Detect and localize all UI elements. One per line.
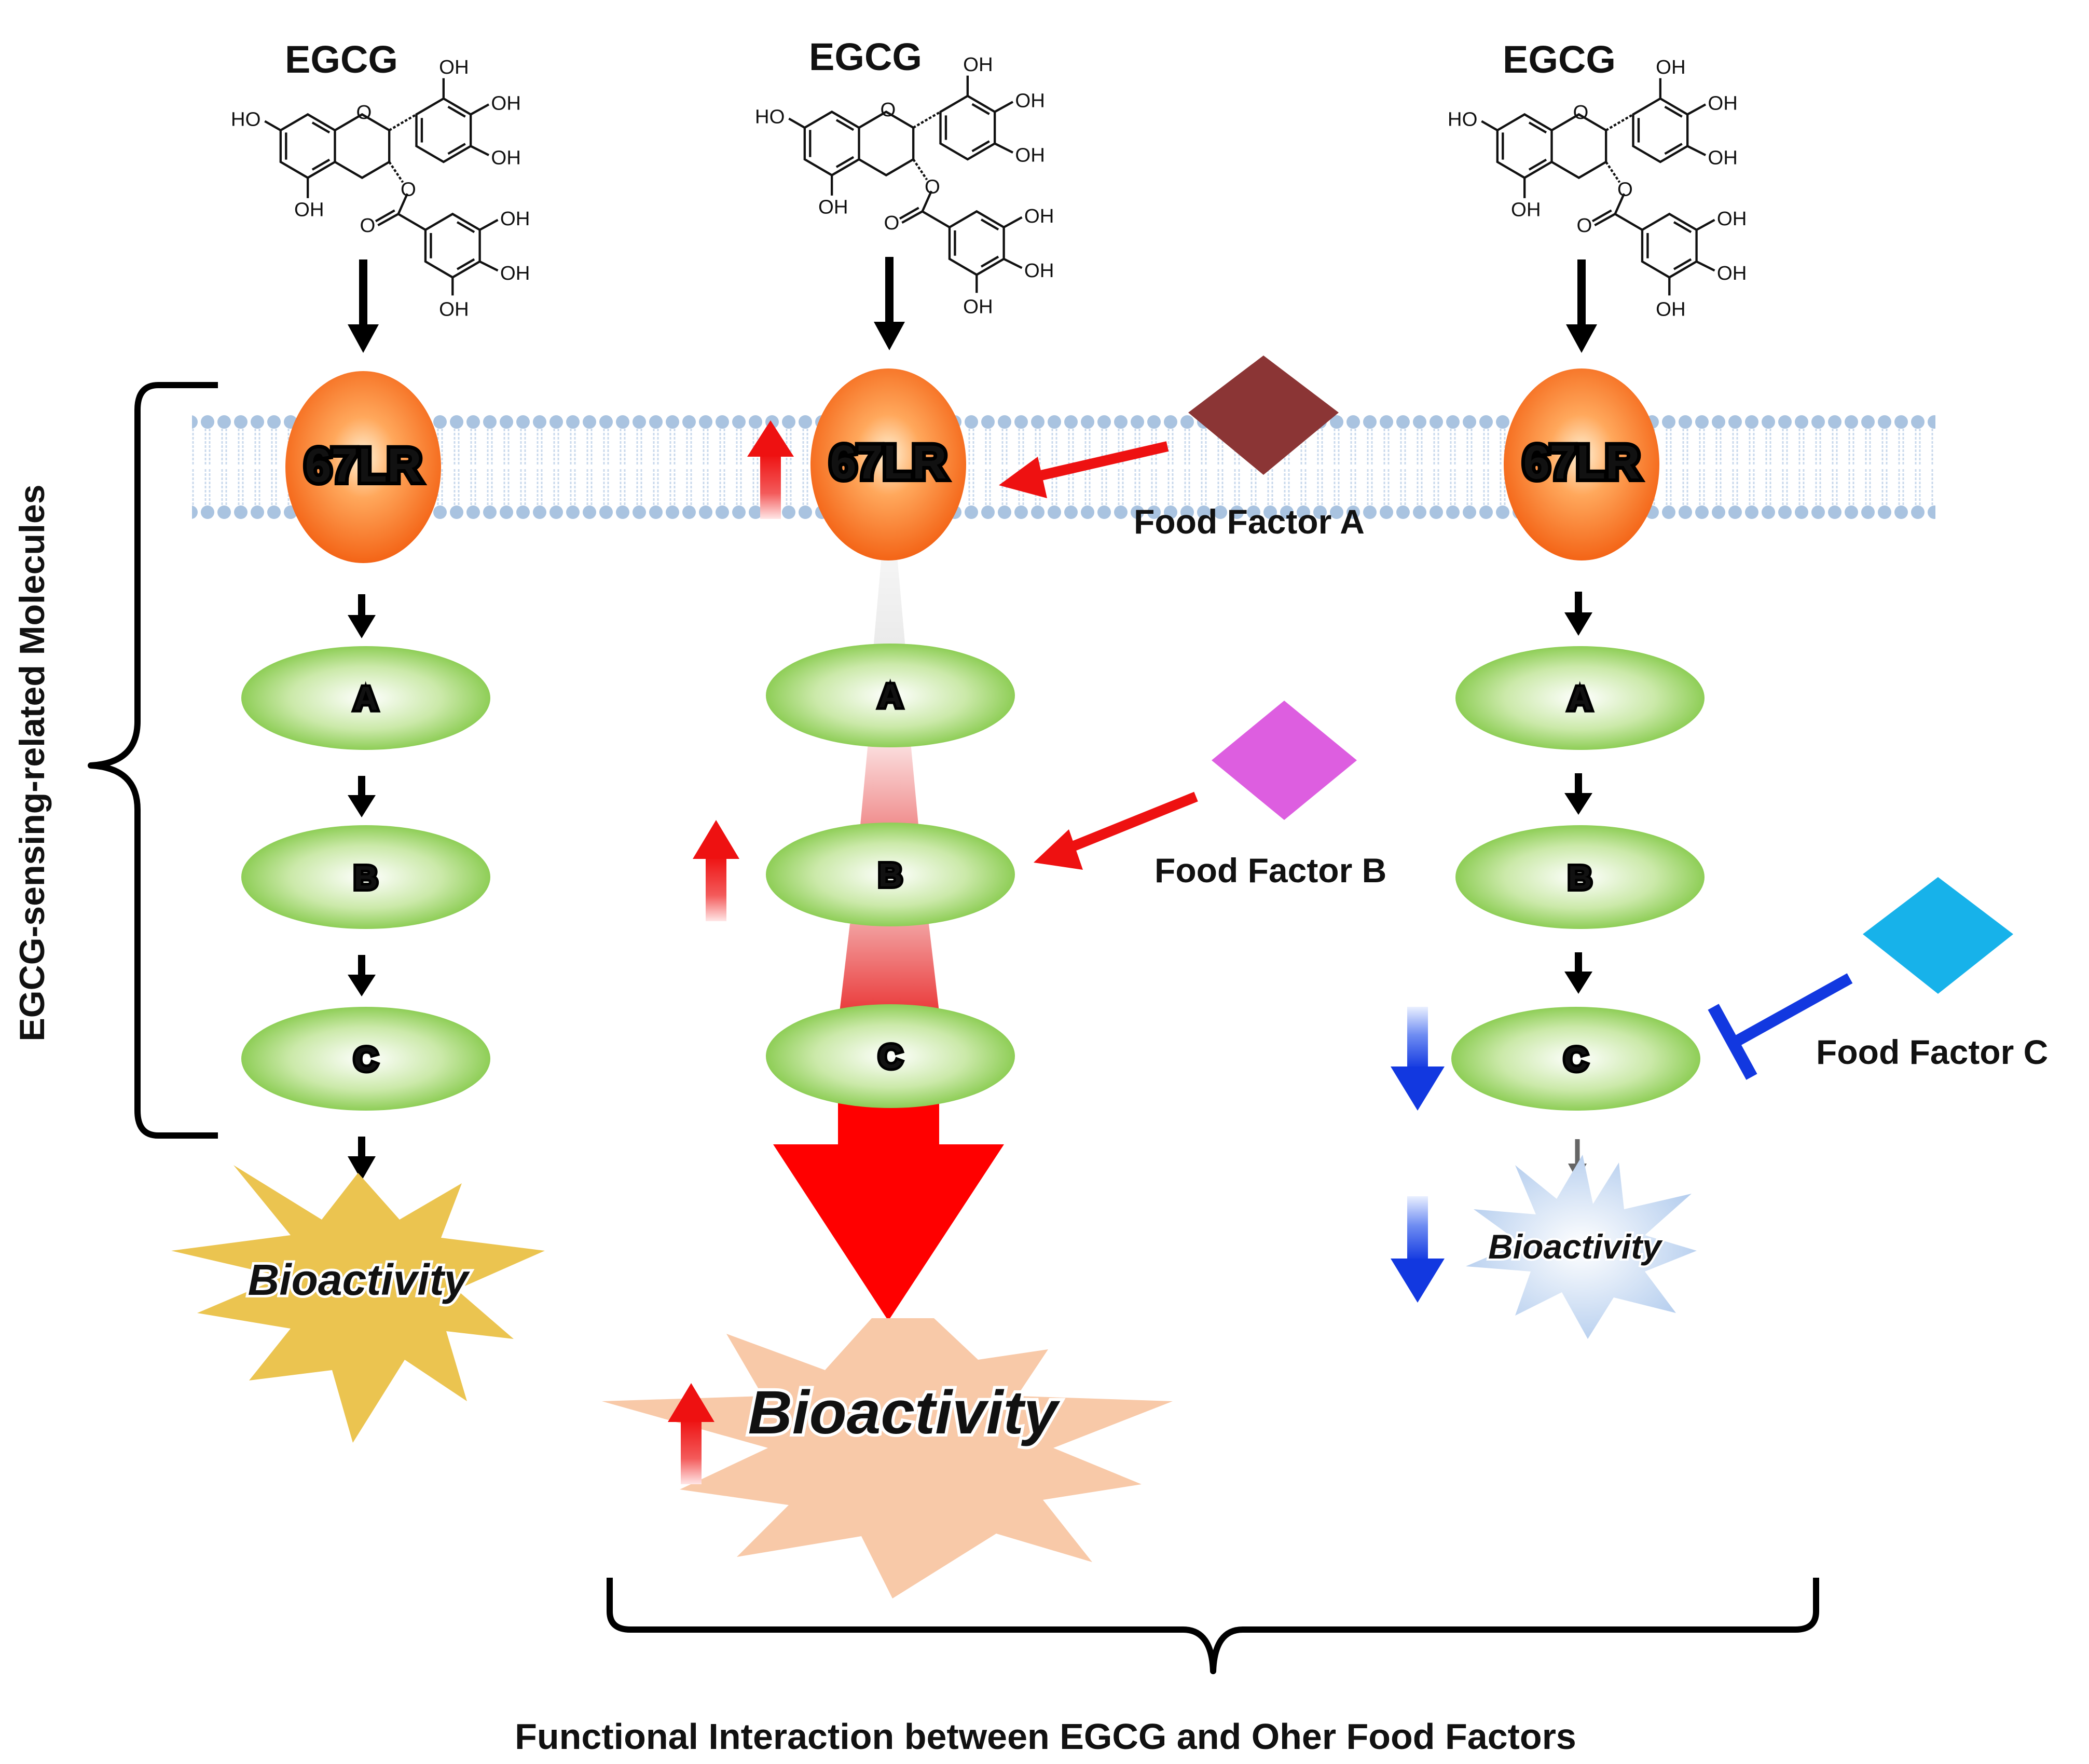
bottom-bracket (607, 1578, 1819, 1674)
enhance-arrow-food-factor-b (1034, 791, 1198, 870)
molecule-a-label: A (1568, 680, 1592, 717)
molecule-c (766, 1004, 1015, 1108)
egcg-label: EGCG (1503, 38, 1616, 81)
food-factor-c: Food Factor C (1708, 877, 2048, 1080)
molecule-c-label: C (1564, 1041, 1588, 1078)
arrow-egcg-to-receptor (1566, 259, 1597, 353)
food-factor-a-label: Food Factor A (1134, 502, 1365, 541)
molecule-a (1455, 646, 1705, 750)
arrow-receptor-to-a (1564, 592, 1592, 636)
up-arrow-bioactivity (668, 1383, 714, 1484)
molecule-b-label: B (878, 856, 902, 894)
pathway-column-enhanced: EGCG 67LR A B C Bioactivity (602, 35, 1173, 1598)
molecule-c (241, 1007, 490, 1111)
food-factor-a-diamond-icon (1188, 355, 1339, 475)
egcg-structure-icon (755, 53, 1054, 318)
signal-stream-low (840, 924, 939, 1012)
receptor-label: 67LR (830, 436, 947, 489)
up-arrow-molecule-b (693, 820, 739, 921)
up-arrow-receptor (747, 420, 794, 519)
egcg-structure-icon (231, 56, 530, 321)
molecule-b (766, 823, 1015, 926)
arrow-receptor-to-a (348, 594, 376, 638)
molecule-b (1455, 825, 1705, 929)
molecule-c-label: C (878, 1038, 902, 1075)
arrow-b-to-c (1564, 952, 1592, 994)
molecule-a (241, 646, 490, 750)
pathway-column-basal: EGCG 67LR A B C Bioactivit (171, 38, 545, 1443)
arrow-a-to-b (348, 776, 376, 817)
bioactivity-label-normal: Bioactivity (248, 1255, 471, 1304)
food-factor-c-label: Food Factor C (1816, 1033, 2048, 1071)
signal-stream-mid (860, 742, 918, 825)
receptor-67lr (285, 371, 441, 563)
arrow-c-to-bioactivity (348, 1137, 376, 1181)
arrow-a-to-b (1564, 773, 1592, 815)
bioactivity-label-enhanced: Bioactivity (748, 1378, 1061, 1447)
food-factor-c-diamond-icon (1863, 877, 2013, 994)
molecule-a-label: A (878, 677, 902, 715)
receptor-67lr (1504, 368, 1659, 560)
molecule-c (1451, 1007, 1700, 1111)
enhance-arrow-food-factor-a (999, 441, 1169, 498)
bioactivity-label-reduced: Bioactivity (1488, 1227, 1663, 1266)
signal-stream-top (873, 550, 905, 649)
molecule-a-label: A (354, 680, 378, 717)
arrow-egcg-to-receptor (348, 259, 379, 353)
arrow-egcg-to-receptor (874, 257, 905, 350)
molecule-c-label: C (354, 1041, 378, 1078)
receptor-label: 67LR (1523, 436, 1640, 489)
molecule-b-label: B (1568, 859, 1592, 896)
molecule-b (241, 825, 490, 929)
pathway-column-reduced: EGCG 67LR A B C (1391, 38, 1747, 1339)
arrow-b-to-c (348, 955, 376, 996)
inhibit-arrow-food-factor-c (1708, 973, 1853, 1080)
receptor-label: 67LR (305, 439, 422, 492)
bottom-label: Functional Interaction between EGCG and … (515, 1716, 1576, 1757)
side-bracket (88, 382, 218, 1139)
bioactivity-burst-reduced (1466, 1155, 1697, 1339)
down-arrow-molecule-c (1391, 1007, 1445, 1111)
molecule-b-label: B (354, 859, 378, 896)
side-label: EGCG-sensing-related Molecules (12, 484, 52, 1041)
receptor-67lr (810, 368, 966, 560)
food-factor-a: Food Factor A (999, 355, 1365, 541)
bioactivity-burst-enhanced (602, 1318, 1173, 1598)
food-factor-b-diamond-icon (1212, 701, 1357, 820)
food-factor-b: Food Factor B (1034, 701, 1386, 890)
signal-stream-big-arrow (773, 1103, 1004, 1321)
egcg-structure-icon (1448, 56, 1747, 321)
egcg-label: EGCG (809, 35, 922, 78)
bioactivity-burst-normal (171, 1165, 545, 1443)
down-arrow-bioactivity (1391, 1196, 1445, 1303)
food-factor-b-label: Food Factor B (1155, 851, 1386, 890)
molecule-a (766, 644, 1015, 747)
egcg-label: EGCG (285, 38, 398, 81)
